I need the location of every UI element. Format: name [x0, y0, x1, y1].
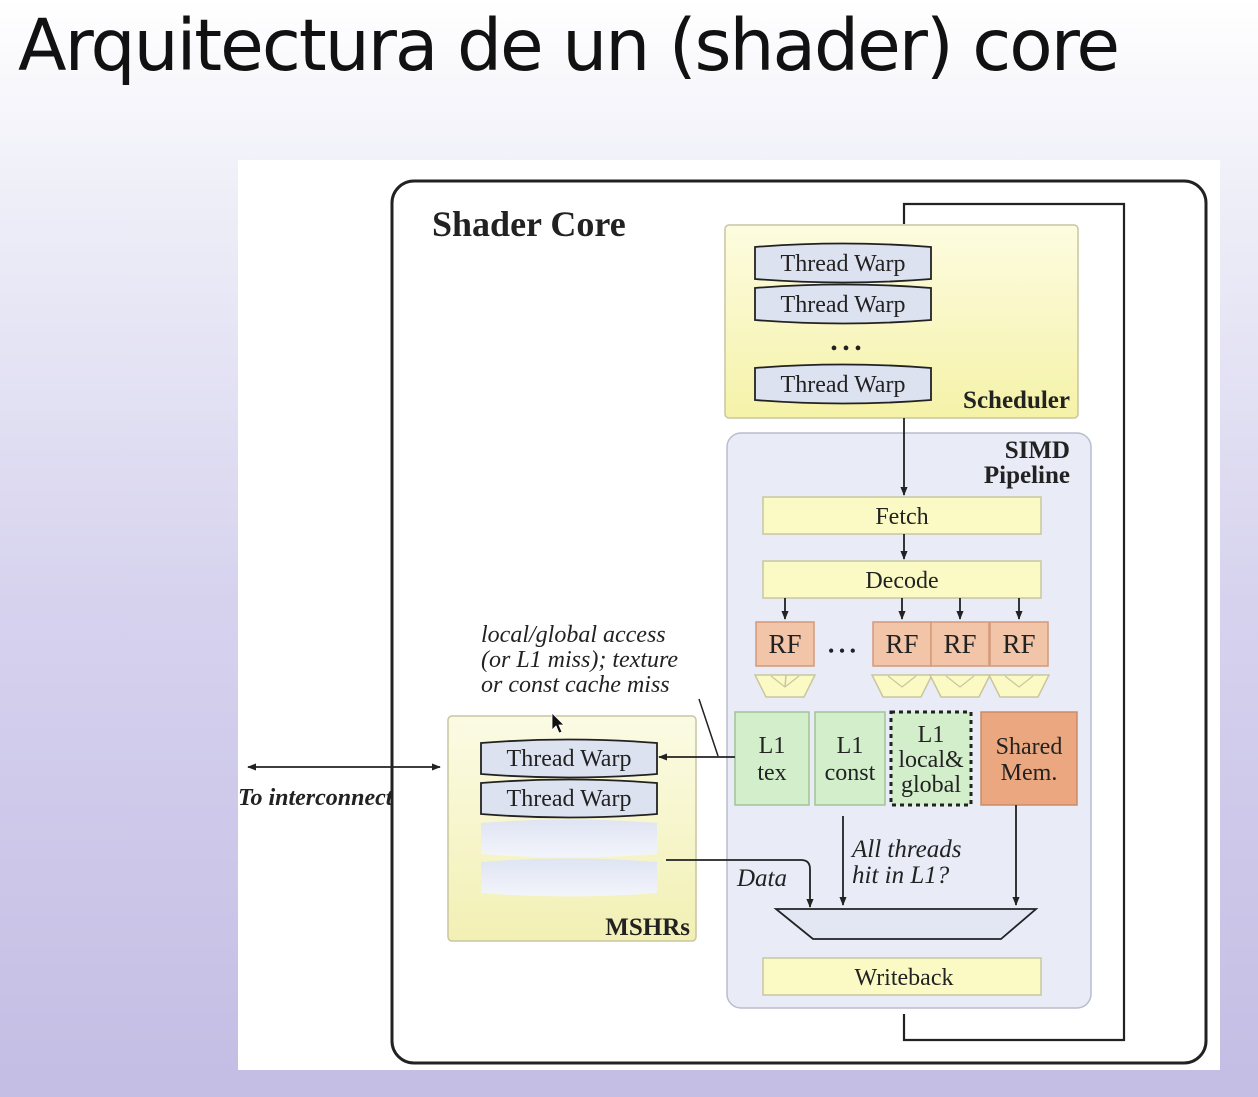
- register-file: [755, 621, 815, 667]
- scheduler-ellipsis: • • •: [830, 338, 861, 360]
- register-file: [872, 621, 932, 667]
- hit-question: hit in L1?: [852, 862, 950, 889]
- feedback-loop-arrow: [902, 202, 1126, 1042]
- writeback-label: Writeback: [855, 965, 954, 991]
- scheduler-warp: Thread Warp: [754, 242, 932, 284]
- data-label: Data: [736, 865, 787, 892]
- alu-units: [753, 674, 1051, 698]
- figure-panel: Shader Core Thread Warp Thread Warp • • …: [238, 160, 1220, 1070]
- l1-local-global-label: local&: [898, 747, 964, 773]
- fetch-stage: [762, 496, 1042, 535]
- alu-unit: [928, 674, 992, 698]
- mouse-cursor-icon: [551, 712, 565, 734]
- l1-local-global-cache: [889, 710, 973, 807]
- hit-question: All threads: [850, 836, 962, 863]
- rf-label: RF: [943, 629, 976, 659]
- warp-label: Thread Warp: [507, 786, 632, 812]
- l1-const-label: L1: [837, 733, 864, 759]
- register-file: [930, 621, 990, 667]
- shader-core-diagram: Shader Core Thread Warp Thread Warp • • …: [238, 179, 1208, 1065]
- decode-label: Decode: [865, 568, 938, 594]
- writeback-stage: [762, 957, 1042, 996]
- register-file: [989, 621, 1049, 667]
- scheduler-label: Scheduler: [963, 387, 1070, 414]
- rf-label: RF: [768, 629, 801, 659]
- interconnect-label: To interconnect: [238, 785, 394, 811]
- writeback-mux: [773, 908, 1039, 940]
- pipeline-label: Pipeline: [984, 462, 1070, 489]
- shared-mem-label: Shared: [996, 734, 1063, 760]
- core-title: Shader Core: [432, 204, 626, 244]
- mshrs-label: MSHRs: [605, 914, 690, 941]
- fetch-label: Fetch: [875, 504, 928, 530]
- miss-note: local/global access: [481, 622, 666, 648]
- scheduler-warp: Thread Warp: [754, 283, 932, 325]
- l1-tex-cache: [734, 711, 810, 806]
- shared-mem-label: Mem.: [1001, 760, 1058, 786]
- l1-const-label: const: [825, 760, 876, 786]
- pipeline-label: SIMD: [1005, 437, 1070, 464]
- warp-label: Thread Warp: [507, 746, 632, 772]
- mshr-data-arrow: [666, 859, 814, 908]
- warp-label: Thread Warp: [781, 292, 906, 318]
- shared-memory: [980, 711, 1078, 806]
- l1-local-global-label: L1: [918, 722, 945, 748]
- decode-stage: [762, 560, 1042, 599]
- shader-core-frame: [390, 179, 1208, 1065]
- alu-unit: [870, 674, 934, 698]
- mshr-warp: Thread Warp: [480, 778, 658, 819]
- alu-unit: [987, 674, 1051, 698]
- miss-note: (or L1 miss); texture: [481, 647, 678, 673]
- mshr-empty-slot: [481, 819, 657, 858]
- l1-tex-label: L1: [759, 733, 786, 759]
- warp-label: Thread Warp: [781, 251, 906, 277]
- mshr-empty-slot: [481, 858, 657, 897]
- miss-note: or const cache miss: [481, 672, 670, 698]
- warp-label: Thread Warp: [781, 372, 906, 398]
- l1-tex-label: tex: [757, 760, 786, 786]
- mshr-warp: Thread Warp: [480, 738, 658, 779]
- scheduler-warp: Thread Warp: [754, 363, 932, 405]
- l1-const-cache: [814, 711, 886, 806]
- miss-note-leader: [698, 698, 719, 757]
- slide-title: Arquitectura de un (shader) core: [18, 4, 1120, 87]
- rf-ellipsis: • • •: [828, 641, 856, 661]
- rf-label: RF: [1002, 629, 1035, 659]
- rf-label: RF: [885, 629, 918, 659]
- l1-local-global-label: global: [901, 772, 961, 798]
